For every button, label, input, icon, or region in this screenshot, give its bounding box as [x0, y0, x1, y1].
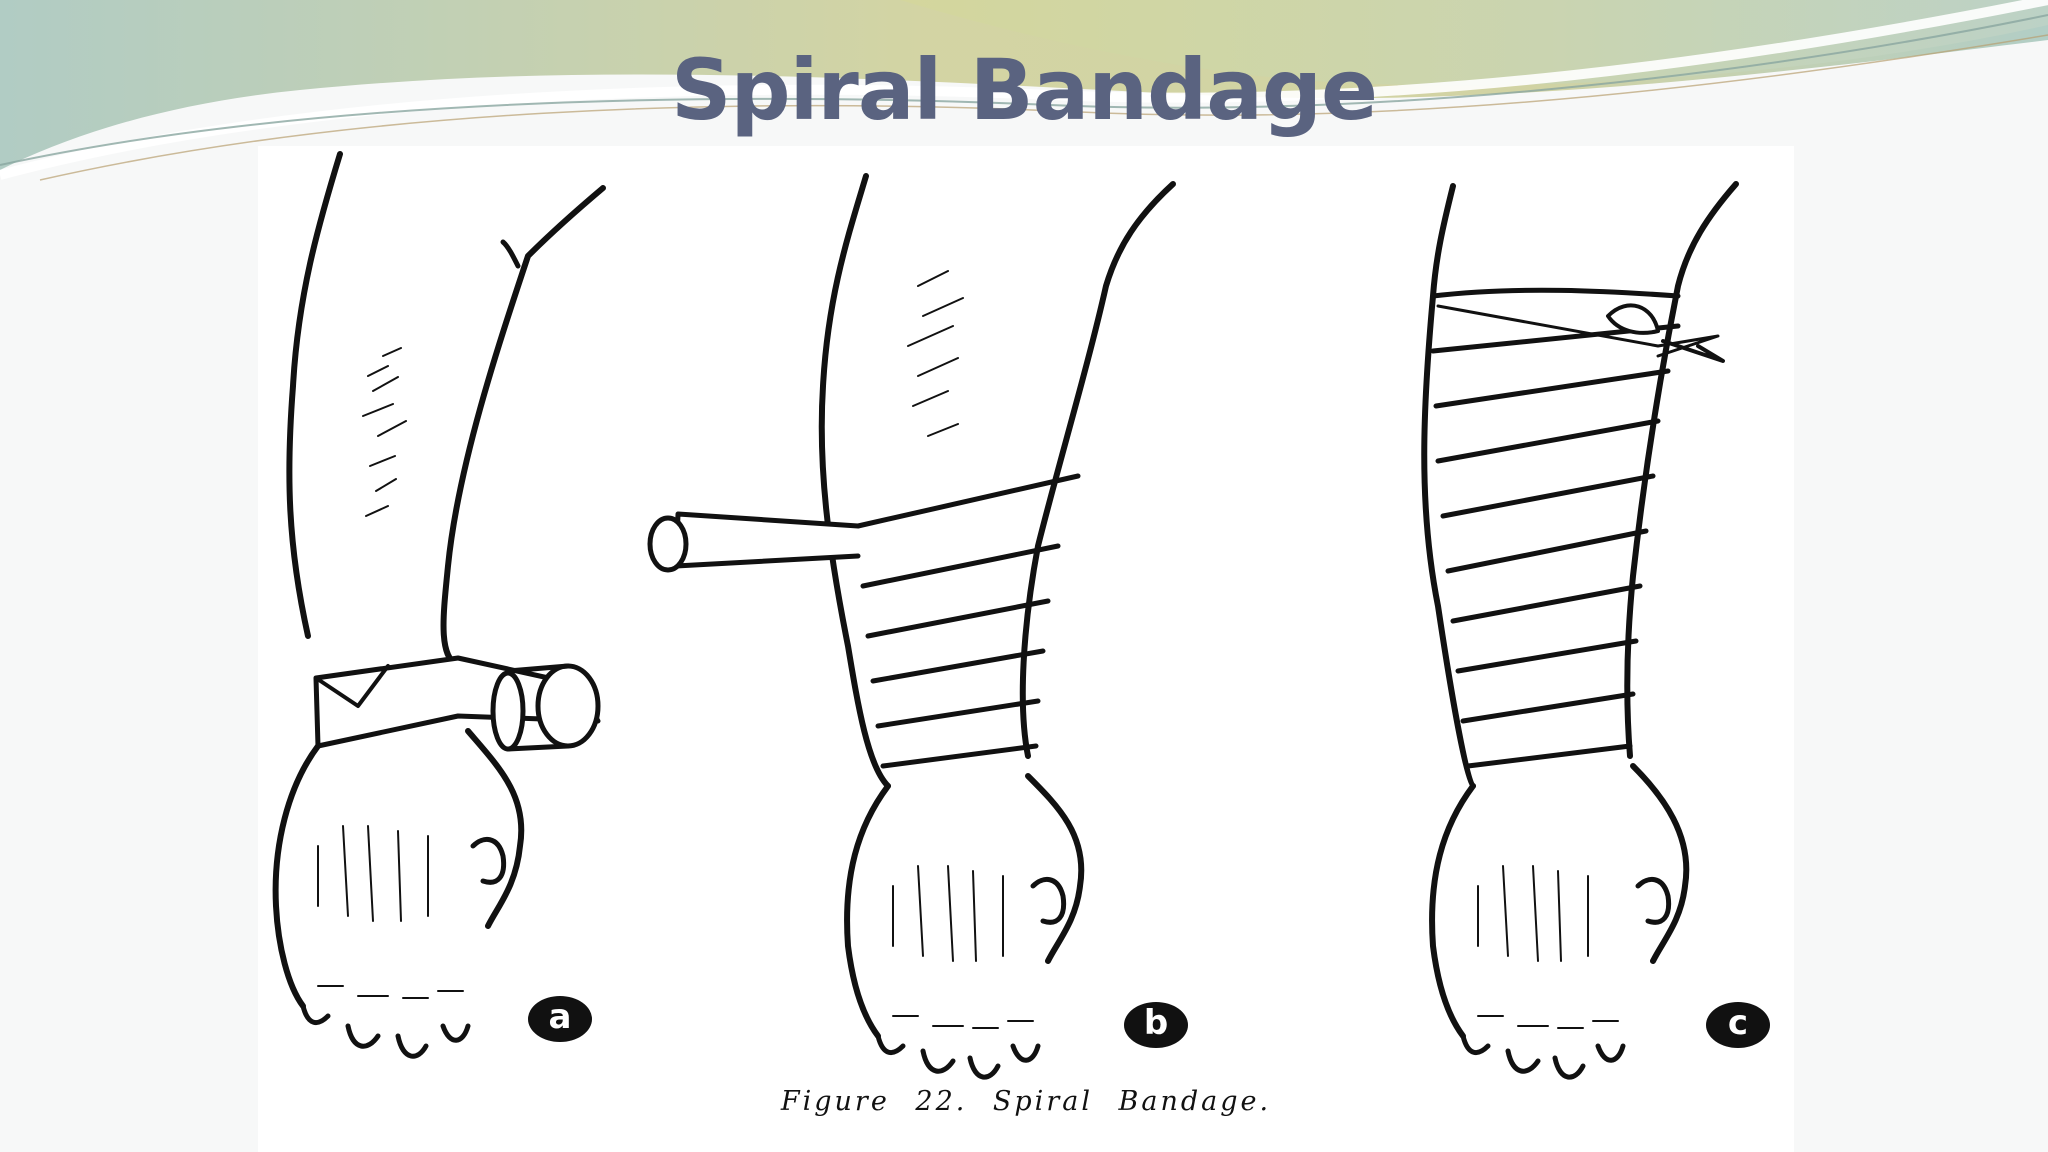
panel-label-c: c — [1706, 1002, 1770, 1048]
panel-b-drawing — [647, 173, 1176, 1080]
slide-title: Spiral Bandage — [671, 41, 1378, 139]
panel-label-b: b — [1124, 1002, 1188, 1048]
panel-label-a: a — [528, 996, 592, 1042]
figure-illustration: a b c Figure 22. Spiral Bandage. — [258, 146, 1794, 1152]
spiral-bandage-illustration — [272, 151, 1739, 1080]
panel-c-drawing — [1421, 181, 1739, 1080]
figure-caption: Figure 22. Spiral Bandage. — [780, 1086, 1272, 1117]
panel-a-drawing — [272, 151, 606, 1059]
